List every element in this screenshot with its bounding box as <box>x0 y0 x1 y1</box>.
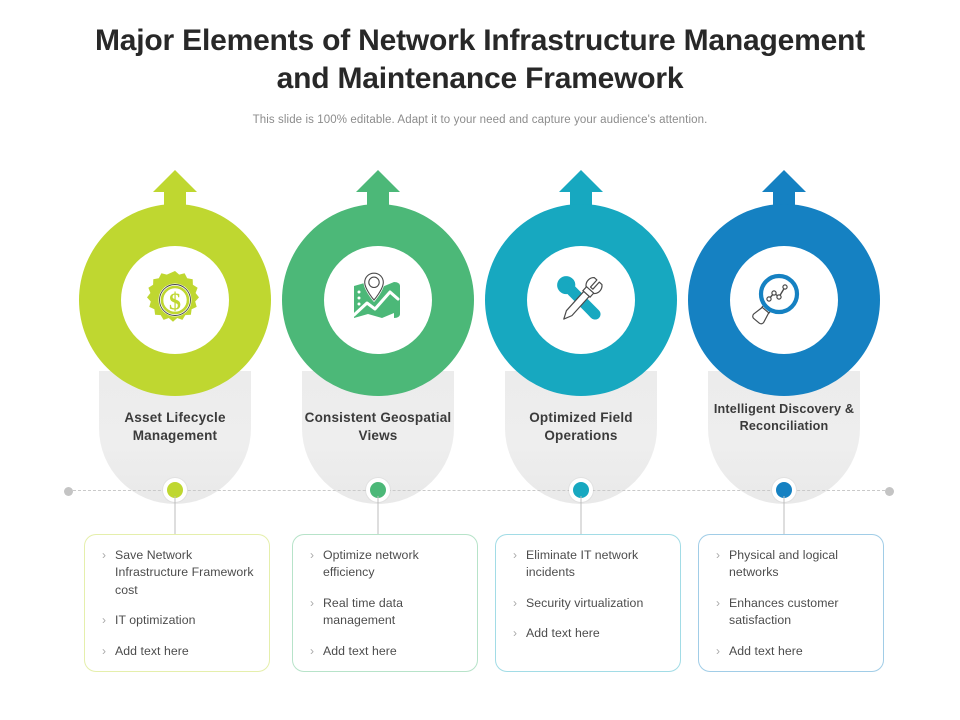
page-title: Major Elements of Network Infrastructure… <box>95 24 865 96</box>
pillar-ring <box>688 204 880 396</box>
chevron-right-icon: › <box>102 643 106 658</box>
timeline-node-dot <box>370 482 386 498</box>
list-item-label: Add text here <box>729 643 803 658</box>
bullet-box-3[interactable]: › Eliminate IT network incidents › Security… <box>495 534 681 672</box>
list-item[interactable]: › Optimize network efficiency <box>301 547 467 582</box>
list-item-label: Save Network Infrastructure Framework co… <box>115 548 254 597</box>
list-item[interactable]: › Add text here <box>504 625 670 642</box>
pillar-title: Intelligent Discovery & Reconciliation <box>713 402 855 433</box>
list-item-label: Eliminate IT network incidents <box>526 548 639 580</box>
chevron-right-icon: › <box>716 548 720 562</box>
bullet-box-2[interactable]: › Optimize network efficiency › Real time d… <box>292 534 478 672</box>
page-subtitle: This slide is 100% editable. Adapt it to… <box>252 113 708 126</box>
chevron-right-icon: › <box>102 613 106 628</box>
timeline-node-dot <box>573 482 589 498</box>
pillar-ring <box>282 204 474 396</box>
list-item[interactable]: › Add text here <box>93 643 259 660</box>
chevron-right-icon: › <box>310 548 314 562</box>
list-item-label: Real time data management <box>323 595 403 628</box>
timeline-stem <box>174 496 176 536</box>
pillar-title: Optimized Field Operations <box>529 410 633 443</box>
list-item-label: Add text here <box>526 626 600 641</box>
timeline-node-3[interactable] <box>569 478 593 502</box>
list-item[interactable]: › Add text here <box>707 643 873 660</box>
slide-header: Major Elements of Network Infrastructure… <box>0 22 960 126</box>
chevron-right-icon: › <box>513 626 517 641</box>
timeline-node-dot <box>167 482 183 498</box>
pillar-2[interactable]: Consistent Geospatial Views <box>278 168 478 504</box>
bullet-box-4[interactable]: › Physical and logical networks › Enhances … <box>698 534 884 672</box>
list-item[interactable]: › Security virtualization <box>504 595 670 612</box>
list-item-label: Add text here <box>115 643 189 658</box>
bullet-box-1[interactable]: › Save Network Infrastructure Framework c… <box>84 534 270 672</box>
timeline-stem <box>377 496 379 536</box>
chevron-right-icon: › <box>716 595 720 610</box>
list-item-label: Enhances customer satisfaction <box>729 595 839 628</box>
timeline-node-dot <box>776 482 792 498</box>
pillar-4[interactable]: Intelligent Discovery & Reconciliation <box>684 168 884 504</box>
chevron-right-icon: › <box>310 643 314 658</box>
timeline-endcap-left <box>64 487 73 496</box>
pillar-title: Consistent Geospatial Views <box>304 410 452 443</box>
timeline-axis <box>64 487 894 496</box>
pillar-ring: $ <box>79 204 271 396</box>
pillar-title: Asset Lifecycle Management <box>124 410 226 443</box>
chevron-right-icon: › <box>513 548 517 562</box>
pillar-capsule: Asset Lifecycle Management <box>99 371 251 504</box>
chevron-right-icon: › <box>513 595 517 610</box>
list-item-label: Add text here <box>323 643 397 658</box>
list-item[interactable]: › Save Network Infrastructure Framework c… <box>93 547 259 599</box>
list-item[interactable]: › Real time data management <box>301 595 467 630</box>
chevron-right-icon: › <box>310 595 314 610</box>
timeline-node-4[interactable] <box>772 478 796 502</box>
list-item[interactable]: › Physical and logical networks <box>707 547 873 582</box>
timeline-endcap-right <box>885 487 894 496</box>
pillar-1[interactable]: Asset Lifecycle Management $ <box>75 168 275 504</box>
chevron-right-icon: › <box>102 548 106 562</box>
list-item[interactable]: › Eliminate IT network incidents <box>504 547 670 582</box>
map-pin-icon <box>324 246 432 354</box>
chevron-right-icon: › <box>716 643 720 658</box>
svg-text:$: $ <box>169 290 181 316</box>
list-item[interactable]: › IT optimization <box>93 612 259 629</box>
list-item-label: Optimize network efficiency <box>323 548 419 580</box>
wrench-screwdriver-icon <box>527 246 635 354</box>
timeline-stem <box>580 496 582 536</box>
timeline-stem <box>783 496 785 536</box>
pillar-3[interactable]: Optimized Field Operations <box>481 168 681 504</box>
list-item[interactable]: › Enhances customer satisfaction <box>707 595 873 630</box>
pillar-ring <box>485 204 677 396</box>
list-item-label: Security virtualization <box>526 595 644 610</box>
gear-dollar-icon: $ <box>121 246 229 354</box>
list-item-label: IT optimization <box>115 613 196 628</box>
magnifier-chart-icon <box>730 246 838 354</box>
list-item-label: Physical and logical networks <box>729 548 838 580</box>
list-item[interactable]: › Add text here <box>301 643 467 660</box>
